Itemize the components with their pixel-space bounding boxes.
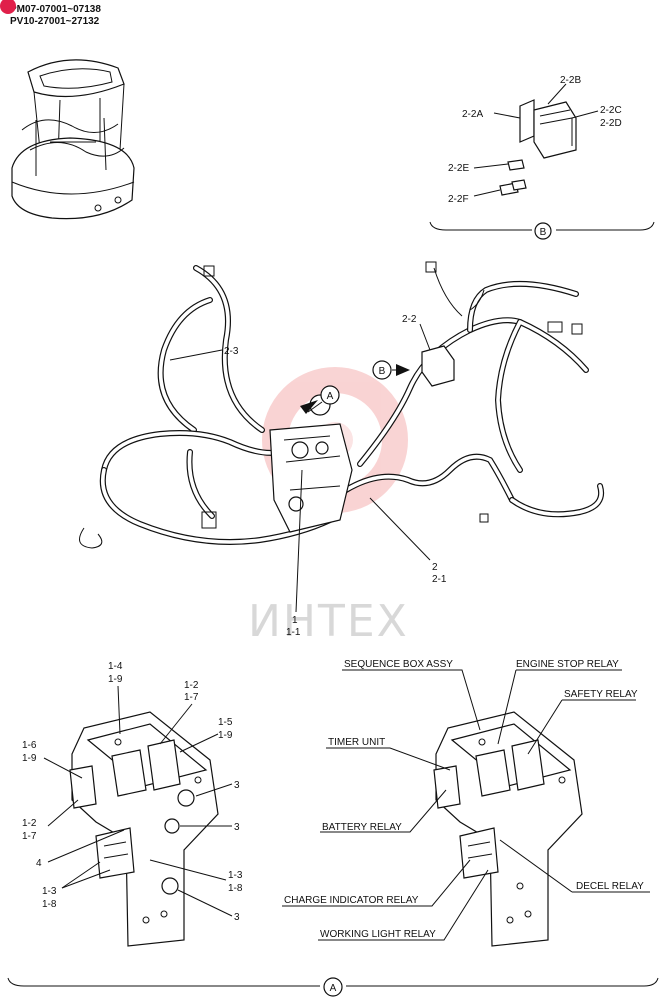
label-1-4: 1-4 — [108, 661, 123, 672]
label-1-7-top: 1-7 — [184, 692, 199, 703]
label-decel-relay: DECEL RELAY — [576, 881, 644, 892]
label-3-lower: 3 — [234, 912, 240, 923]
view-a-right-detail — [433, 711, 583, 947]
label-engine-stop-relay: ENGINE STOP RELAY — [516, 659, 619, 670]
label-1-2-left: 1-2 — [22, 818, 37, 829]
label-2-2c: 2-2C — [600, 105, 622, 116]
label-1-9-left: 1-9 — [22, 753, 37, 764]
serial-range-1: PM07-07001~07138 — [10, 4, 101, 15]
label-4: 4 — [36, 858, 42, 869]
label-2: 2 — [432, 562, 438, 573]
label-1-3-right: 1-3 — [228, 870, 243, 881]
label-sequence-box-assy: SEQUENCE BOX ASSY — [344, 659, 453, 670]
label-1-2-top: 1-2 — [184, 680, 199, 691]
view-a-letter-circle — [323, 977, 343, 997]
label-2-2f: 2-2F — [448, 194, 469, 205]
label-1-8-right: 1-8 — [228, 883, 243, 894]
label-1-9-top: 1-9 — [108, 674, 123, 685]
label-1-3-left: 1-3 — [42, 886, 57, 897]
machine-overview-illustration — [11, 59, 135, 220]
view-b-detail — [429, 83, 655, 240]
label-charge-indicator-relay: CHARGE INDICATOR RELAY — [284, 895, 419, 906]
label-1-5: 1-5 — [218, 717, 233, 728]
label-2-2e: 2-2E — [448, 163, 469, 174]
arrow-b-callout — [372, 360, 410, 380]
label-1-9-right: 1-9 — [218, 730, 233, 741]
label-1: 1 — [292, 615, 298, 626]
label-safety-relay: SAFETY RELAY — [564, 689, 638, 700]
arrow-a-letter: A — [327, 391, 334, 402]
label-battery-relay: BATTERY RELAY — [322, 822, 402, 833]
label-working-light-relay: WORKING LIGHT RELAY — [320, 929, 436, 940]
label-2-2b: 2-2B — [560, 75, 581, 86]
arrow-b-letter: B — [379, 366, 386, 377]
view-a-left-detail — [69, 711, 219, 947]
label-2-3: 2-3 — [224, 346, 239, 357]
view-a-bracket — [7, 977, 659, 987]
label-1-6: 1-6 — [22, 740, 37, 751]
label-2-2d: 2-2D — [600, 118, 622, 129]
label-2-2: 2-2 — [402, 314, 417, 325]
view-b-letter: B — [540, 227, 547, 238]
label-2-1: 2-1 — [432, 574, 447, 585]
label-1-1: 1-1 — [286, 627, 301, 638]
label-3-upper: 3 — [234, 780, 240, 791]
corner-badge-icon — [0, 0, 16, 14]
label-3-middle: 3 — [234, 822, 240, 833]
arrow-a-callout — [300, 385, 340, 414]
serial-range-2: PV10-27001~27132 — [10, 16, 100, 27]
view-a-letter: A — [330, 983, 337, 994]
label-timer-unit: TIMER UNIT — [328, 737, 385, 748]
label-2-2a: 2-2A — [462, 109, 483, 120]
label-1-8-left: 1-8 — [42, 899, 57, 910]
watermark-text: ИНТЕХ — [248, 596, 409, 647]
label-1-7-left: 1-7 — [22, 831, 37, 842]
wire-harness-assembly — [79, 261, 604, 549]
